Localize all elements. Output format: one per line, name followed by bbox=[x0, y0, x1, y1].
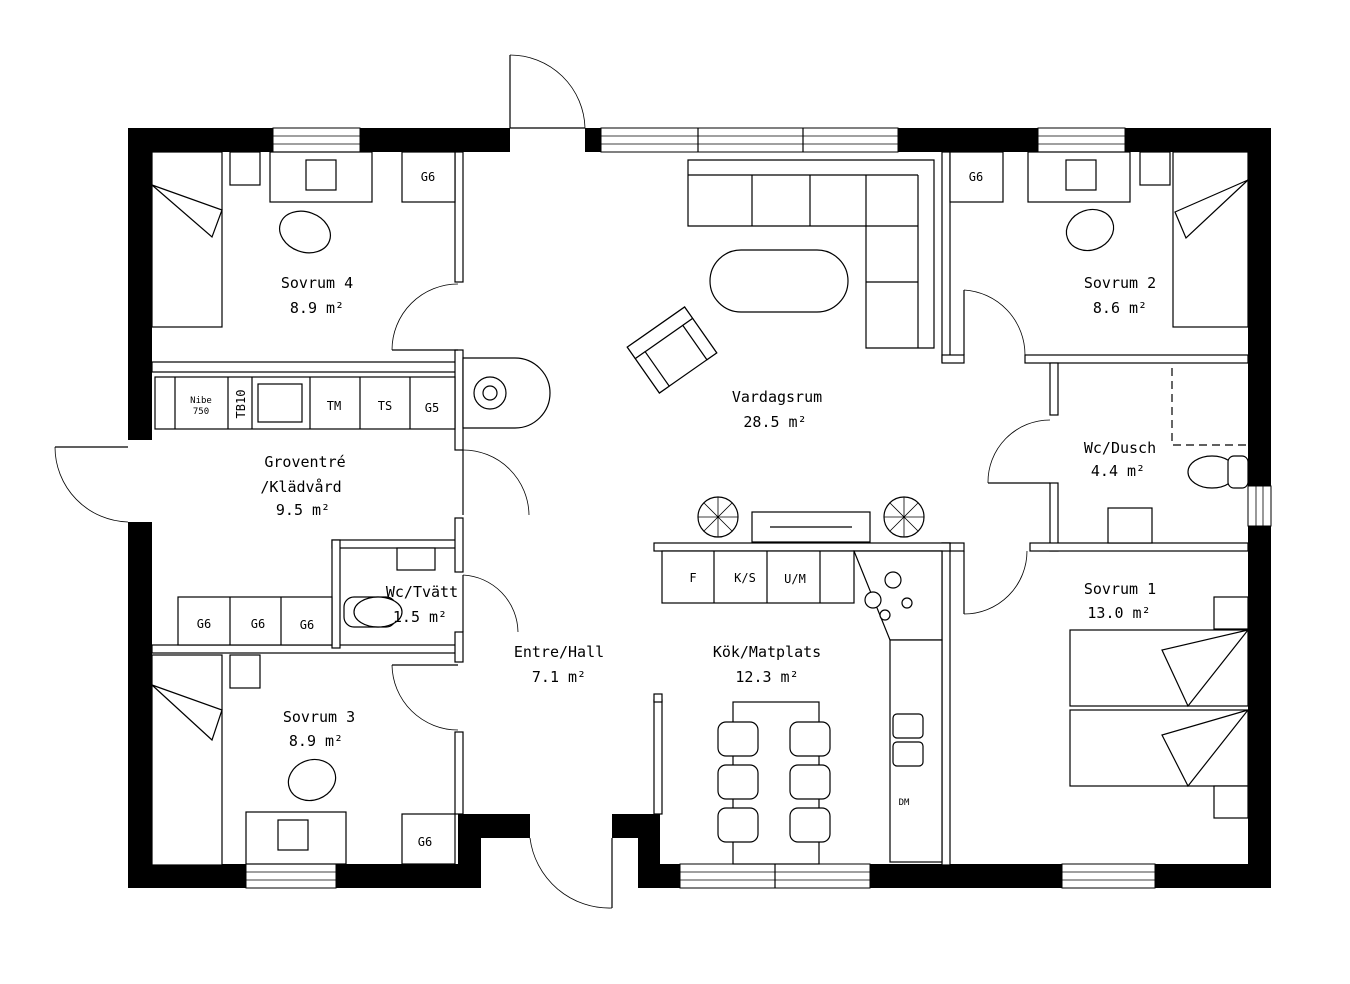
ts-label: TS bbox=[378, 399, 392, 413]
room-area-vardagsrum: 28.5 m² bbox=[743, 413, 806, 431]
plant-icon bbox=[883, 496, 925, 538]
g6-label-sovrum3: G6 bbox=[418, 835, 432, 849]
nibe-label: Nibe bbox=[190, 396, 212, 406]
room-name-kok: Kök/Matplats bbox=[713, 643, 821, 661]
doors bbox=[54, 54, 1051, 909]
g6-label-sovrum2: G6 bbox=[969, 170, 983, 184]
furniture bbox=[151, 151, 1250, 866]
g6-label-bench-b: G6 bbox=[251, 617, 265, 631]
room-name-kladvard: /Klädvård bbox=[260, 478, 341, 496]
room-area-wc-tvatt: 1.5 m² bbox=[393, 608, 447, 626]
room-name-sovrum4: Sovrum 4 bbox=[281, 274, 353, 292]
tm-label: TM bbox=[327, 399, 341, 413]
room-name-sovrum3: Sovrum 3 bbox=[283, 708, 355, 726]
windows bbox=[245, 127, 1272, 889]
room-name-sovrum2: Sovrum 2 bbox=[1084, 274, 1156, 292]
room-area-sovrum3: 8.9 m² bbox=[289, 732, 343, 750]
ks-label: K/S bbox=[734, 571, 756, 585]
dm-label: DM bbox=[899, 798, 910, 808]
fridge-label: F bbox=[689, 571, 696, 585]
room-name-wc-dusch: Wc/Dusch bbox=[1084, 439, 1156, 457]
room-area-sovrum4: 8.9 m² bbox=[290, 299, 344, 317]
room-name-wc-tvatt: Wc/Tvätt bbox=[386, 583, 458, 601]
g6-label-sovrum4: G6 bbox=[421, 170, 435, 184]
tb10-label: TB10 bbox=[234, 390, 248, 419]
room-area-sovrum2: 8.6 m² bbox=[1093, 299, 1147, 317]
room-area-groventre: 9.5 m² bbox=[276, 501, 330, 519]
room-name-entre-hall: Entre/Hall bbox=[514, 643, 604, 661]
fixture-labels: G6 G6 G6 Nibe 750 TB10 TM TS G5 G6 G6 G6… bbox=[190, 170, 983, 849]
room-name-groventre: Groventré bbox=[264, 453, 345, 471]
room-name-sovrum1: Sovrum 1 bbox=[1084, 580, 1156, 598]
exterior-walls bbox=[128, 128, 1271, 888]
room-name-vardagsrum: Vardagsrum bbox=[732, 388, 822, 406]
um-label: U/M bbox=[784, 572, 806, 586]
nibe-model-label: 750 bbox=[193, 407, 209, 417]
room-area-entre-hall: 7.1 m² bbox=[532, 668, 586, 686]
g6-label-bench-a: G6 bbox=[197, 617, 211, 631]
plant-icon bbox=[697, 496, 739, 538]
room-area-wc-dusch: 4.4 m² bbox=[1091, 462, 1145, 480]
room-area-kok: 12.3 m² bbox=[735, 668, 798, 686]
g5-label: G5 bbox=[425, 401, 439, 415]
room-area-sovrum1: 13.0 m² bbox=[1087, 604, 1150, 622]
g6-label-bench-c: G6 bbox=[300, 618, 314, 632]
room-labels: Sovrum 4 8.9 m² Sovrum 2 8.6 m² Vardagsr… bbox=[260, 274, 1156, 750]
